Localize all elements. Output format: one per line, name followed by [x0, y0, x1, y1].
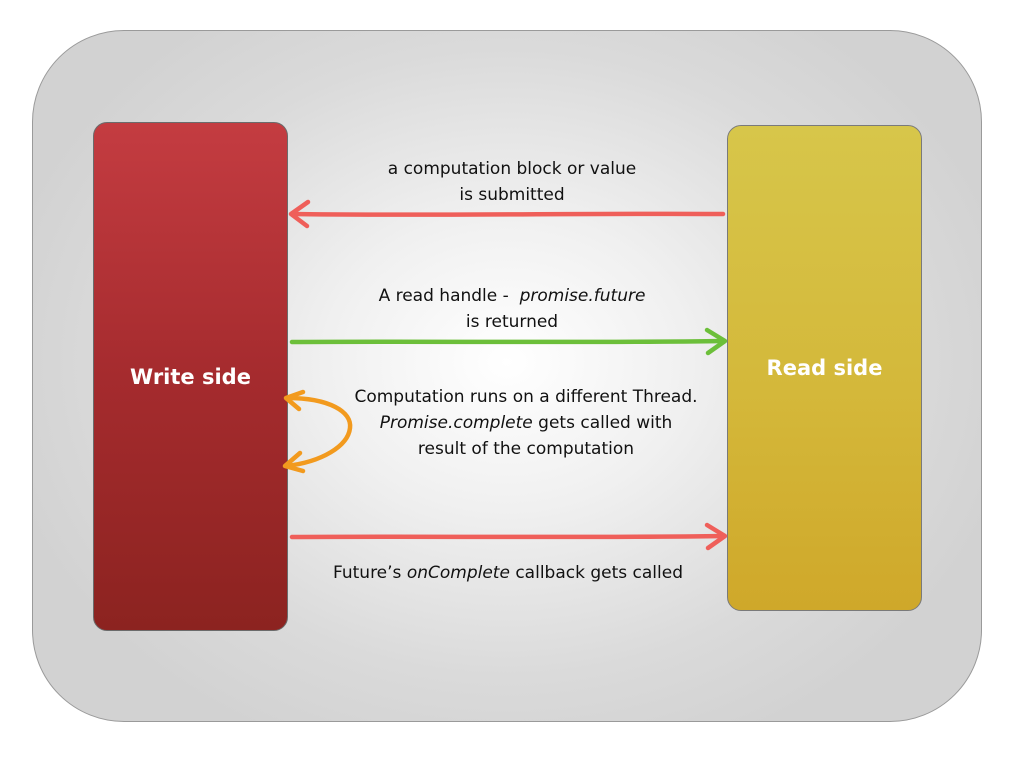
returned-label-italic: promise.future [519, 286, 646, 306]
read-side-label: Read side [766, 356, 883, 380]
returned-label-prefix: A read handle - [378, 286, 520, 306]
callback-label-suffix: callback gets called [509, 563, 683, 583]
returned-label: A read handle - promise.future is return… [379, 283, 646, 335]
returned-label-line2: is returned [465, 312, 559, 332]
callback-label-italic: onComplete [406, 563, 510, 583]
computation-label-italic: Promise.complete [379, 413, 533, 433]
submit-label-line2: is submitted [459, 185, 565, 205]
callback-label-prefix: Future’s [333, 563, 407, 583]
computation-label-line3: result of the computation [417, 439, 635, 459]
write-side-box: Write side [93, 122, 288, 631]
read-side-box: Read side [727, 125, 922, 611]
write-side-label: Write side [130, 364, 251, 389]
callback-label: Future’s onComplete callback gets called [333, 560, 683, 586]
returned-label-line1: A read handle - promise.future [379, 283, 646, 309]
submit-label-line1: a computation block or value [387, 159, 637, 179]
submit-label: a computation block or value is submitte… [388, 156, 636, 208]
computation-label-line1: Computation runs on a different Thread. [354, 387, 698, 407]
computation-label: Computation runs on a different Thread. … [354, 384, 697, 462]
computation-label-line2: Promise.complete gets called with [354, 410, 697, 436]
computation-label-suffix: gets called with [532, 413, 673, 433]
